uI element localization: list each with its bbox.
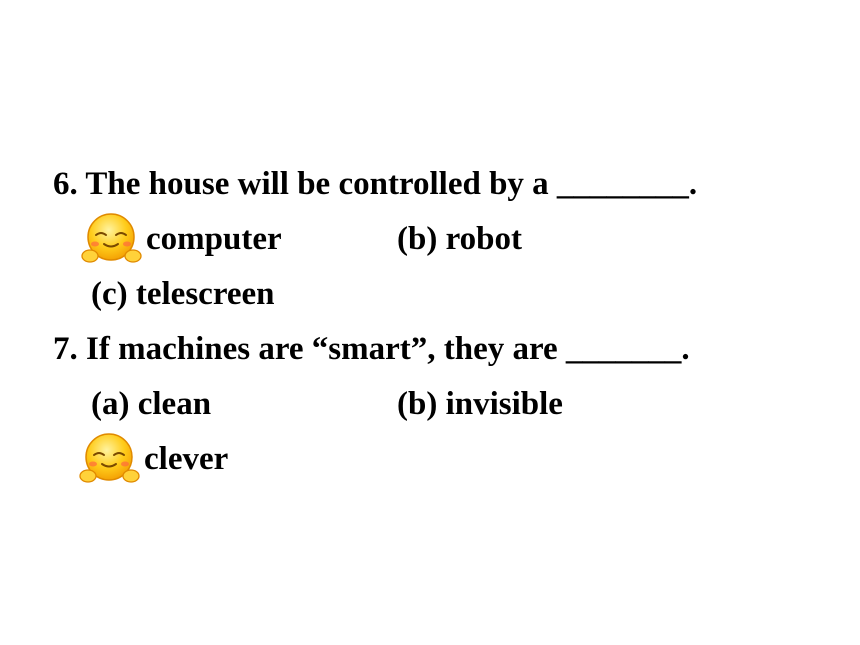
question-6-option-c: (c) telescreen bbox=[91, 276, 275, 312]
question-6-stem: 6. The house will be controlled by a ___… bbox=[53, 166, 698, 202]
smiling-face-icon bbox=[81, 213, 142, 263]
question-6-option-b: (b) robot bbox=[397, 221, 522, 257]
question-7-stem: 7. If machines are “smart”, they are ___… bbox=[53, 331, 690, 367]
question-6-option-a-text: computer bbox=[146, 221, 282, 257]
smiling-face-icon bbox=[79, 433, 140, 483]
question-7-option-a: (a) clean bbox=[91, 386, 212, 422]
question-7-option-c-text: clever bbox=[144, 441, 229, 477]
question-7-option-b: (b) invisible bbox=[397, 386, 563, 422]
